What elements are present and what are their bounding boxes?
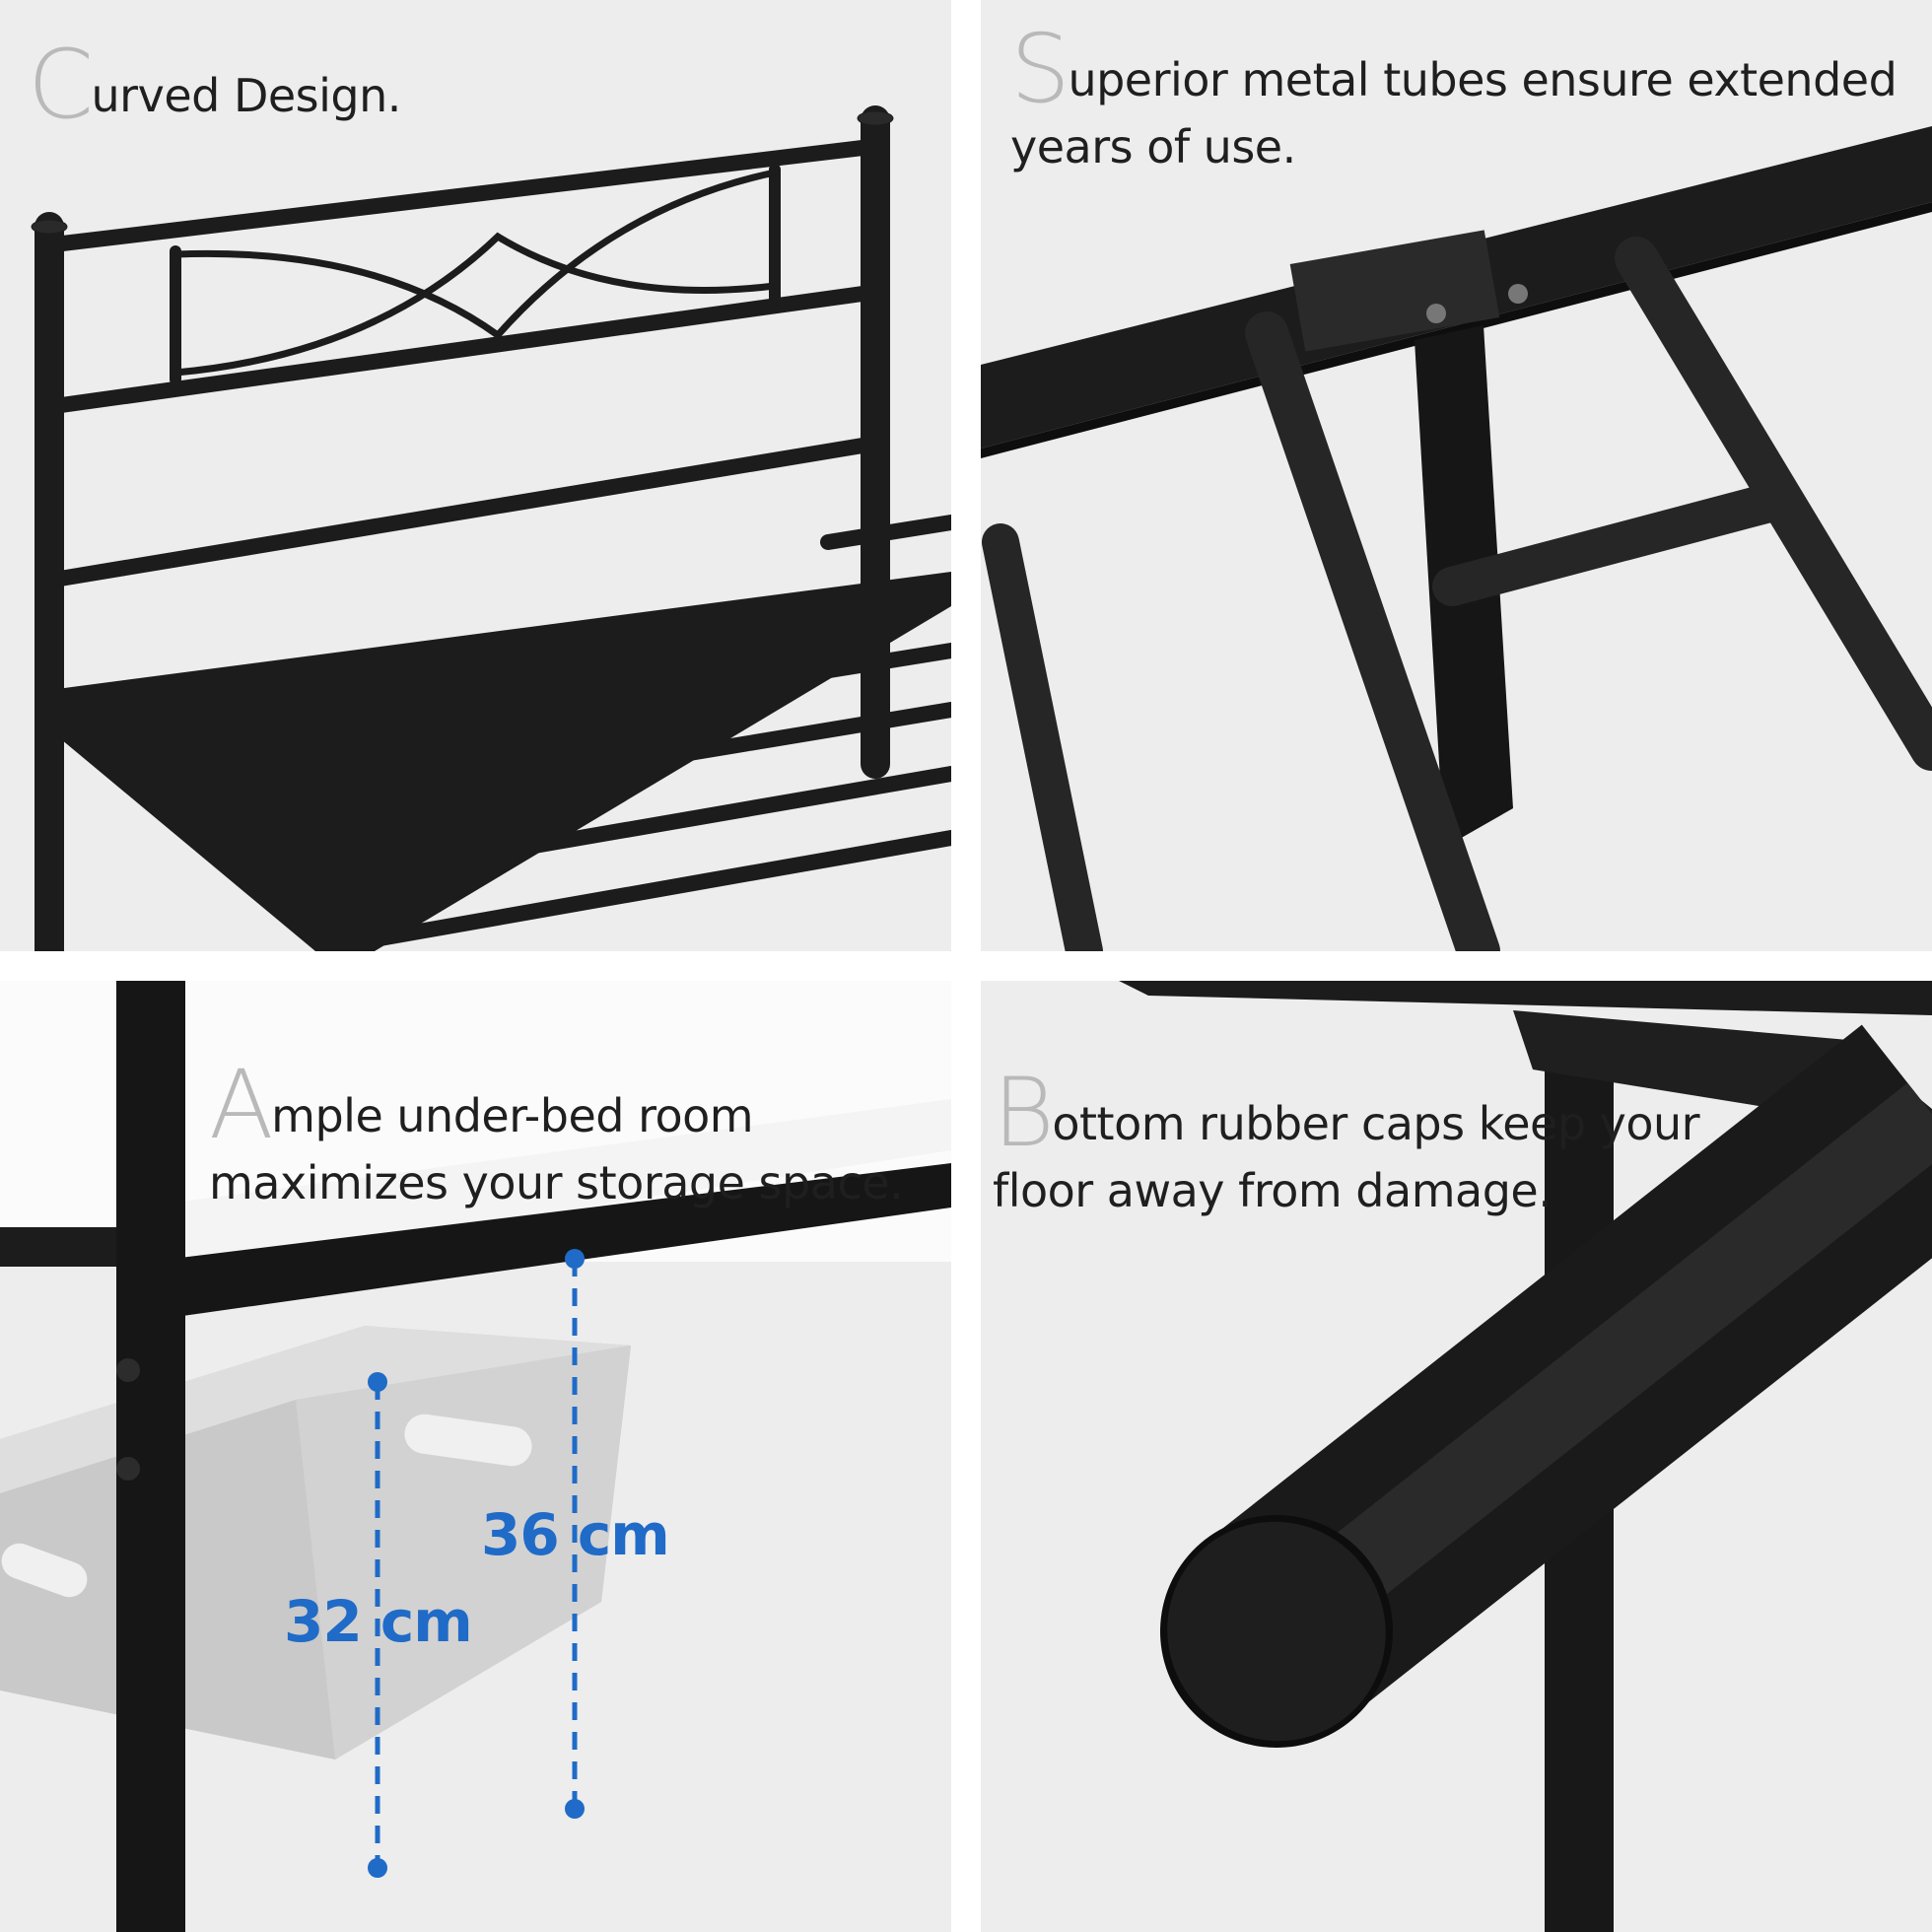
headboard-illustration xyxy=(31,105,951,951)
caption-metal-tubes: Superior metal tubes ensure extended yea… xyxy=(1010,22,1927,180)
caption-initial: S xyxy=(1010,14,1070,124)
caption-text: uperior metal tubes ensure extended year… xyxy=(1010,53,1898,173)
caption-rubber-caps: Bottom rubber caps keep your floor away … xyxy=(993,1066,1742,1224)
caption-text: urved Design. xyxy=(91,69,402,122)
caption-text: mple under-bed room maximizes your stora… xyxy=(209,1089,904,1209)
caption-under-bed-storage: Ample under-bed room maximizes your stor… xyxy=(209,1058,938,1216)
panel-rubber-caps: Bottom rubber caps keep your floor away … xyxy=(981,981,1932,1932)
panel-under-bed-storage: Ample under-bed room maximizes your stor… xyxy=(0,981,951,1932)
caption-curved-design: Curved Design. xyxy=(28,37,402,132)
storage-illustration xyxy=(0,981,951,1932)
caption-initial: C xyxy=(28,30,94,140)
measure-frame-clearance: 36 cm xyxy=(481,1501,670,1568)
caption-initial: A xyxy=(209,1050,274,1160)
caption-text: ottom rubber caps keep your floor away f… xyxy=(993,1097,1700,1217)
metal-tubes-illustration xyxy=(981,126,1932,951)
panel-metal-tubes: Superior metal tubes ensure extended yea… xyxy=(981,0,1932,951)
measure-box-height: 32 cm xyxy=(284,1588,473,1655)
panel-curved-design: Curved Design. xyxy=(0,0,951,951)
caption-initial: B xyxy=(993,1058,1055,1168)
rubber-cap-illustration xyxy=(1119,981,1932,1932)
